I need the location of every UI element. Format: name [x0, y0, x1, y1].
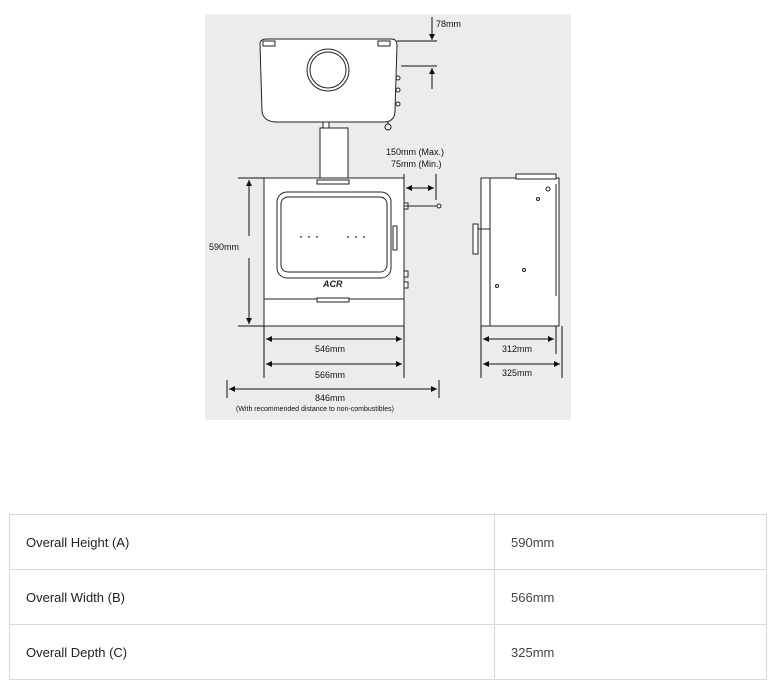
front-logo: ACR — [322, 279, 343, 289]
top-view-stub — [322, 121, 330, 129]
top-hinge-left — [262, 40, 276, 47]
air-control-knob — [384, 123, 392, 131]
side-bolt-2 — [536, 197, 540, 201]
side-knob-1 — [395, 75, 401, 81]
total-width-dimension — [226, 380, 440, 398]
table-row: Overall Depth (C) 325mm — [9, 624, 767, 680]
depth-inner-label: 312mm — [502, 344, 532, 354]
total-width-note: (With recommended distance to non-combus… — [236, 406, 394, 413]
flue-min-label: 75mm (Min.) — [391, 159, 442, 169]
depth-inner-dimension — [480, 326, 557, 378]
side-view-body — [480, 177, 560, 327]
height-label: 590mm — [209, 242, 239, 252]
front-bottom-plate — [316, 297, 350, 303]
front-air-rod-end — [436, 203, 442, 209]
top-view — [259, 38, 401, 131]
outer-width-label: 566mm — [315, 370, 345, 380]
stove-dimension-diagram: 78mm ACR 150mm (Max.) 75mm (Min.) — [205, 14, 571, 420]
front-door-glass — [280, 196, 388, 273]
top-clearance-dimension — [397, 17, 437, 89]
specification-table: Overall Height (A) 590mm Overall Width (… — [9, 514, 767, 680]
top-hinge-right — [377, 40, 391, 47]
spec-value: 325mm — [494, 624, 767, 680]
door-dots — [300, 236, 365, 238]
inner-width-label: 546mm — [315, 344, 345, 354]
side-knob-2 — [395, 87, 401, 93]
table-row: Overall Height (A) 590mm — [9, 514, 767, 570]
flue-max-label: 150mm (Max.) — [386, 147, 444, 157]
height-dimension — [238, 177, 264, 327]
depth-outer-dimension — [483, 326, 563, 378]
flue-collar — [306, 48, 350, 92]
front-knob-3 — [403, 281, 409, 289]
spec-label: Overall Width (B) — [9, 569, 495, 625]
flue-distance-dimension — [403, 174, 437, 200]
front-ash-lip — [263, 298, 405, 327]
spec-value: 566mm — [494, 569, 767, 625]
side-flue-collar — [515, 173, 557, 180]
spec-label: Overall Depth (C) — [9, 624, 495, 680]
side-knob-3 — [395, 101, 401, 107]
side-bolt-3 — [522, 268, 526, 272]
spec-label: Overall Height (A) — [9, 514, 495, 570]
diagram-canvas: 78mm ACR 150mm (Max.) 75mm (Min.) — [209, 17, 563, 413]
total-width-label: 846mm — [315, 393, 345, 403]
spec-value: 590mm — [494, 514, 767, 570]
door-handle — [392, 225, 398, 251]
front-top-plate — [316, 179, 350, 185]
front-knob-2 — [403, 270, 409, 278]
flue-pipe — [319, 127, 349, 181]
side-bolt-4 — [495, 284, 499, 288]
front-view — [263, 177, 442, 327]
flue-opening — [309, 51, 347, 89]
side-door-handle — [472, 223, 479, 255]
side-bolt-1 — [545, 186, 551, 192]
depth-outer-label: 325mm — [502, 368, 532, 378]
side-view — [472, 173, 560, 327]
inner-width-dimension — [263, 326, 405, 378]
table-row: Overall Width (B) 566mm — [9, 569, 767, 625]
top-clearance-label: 78mm — [436, 19, 461, 29]
